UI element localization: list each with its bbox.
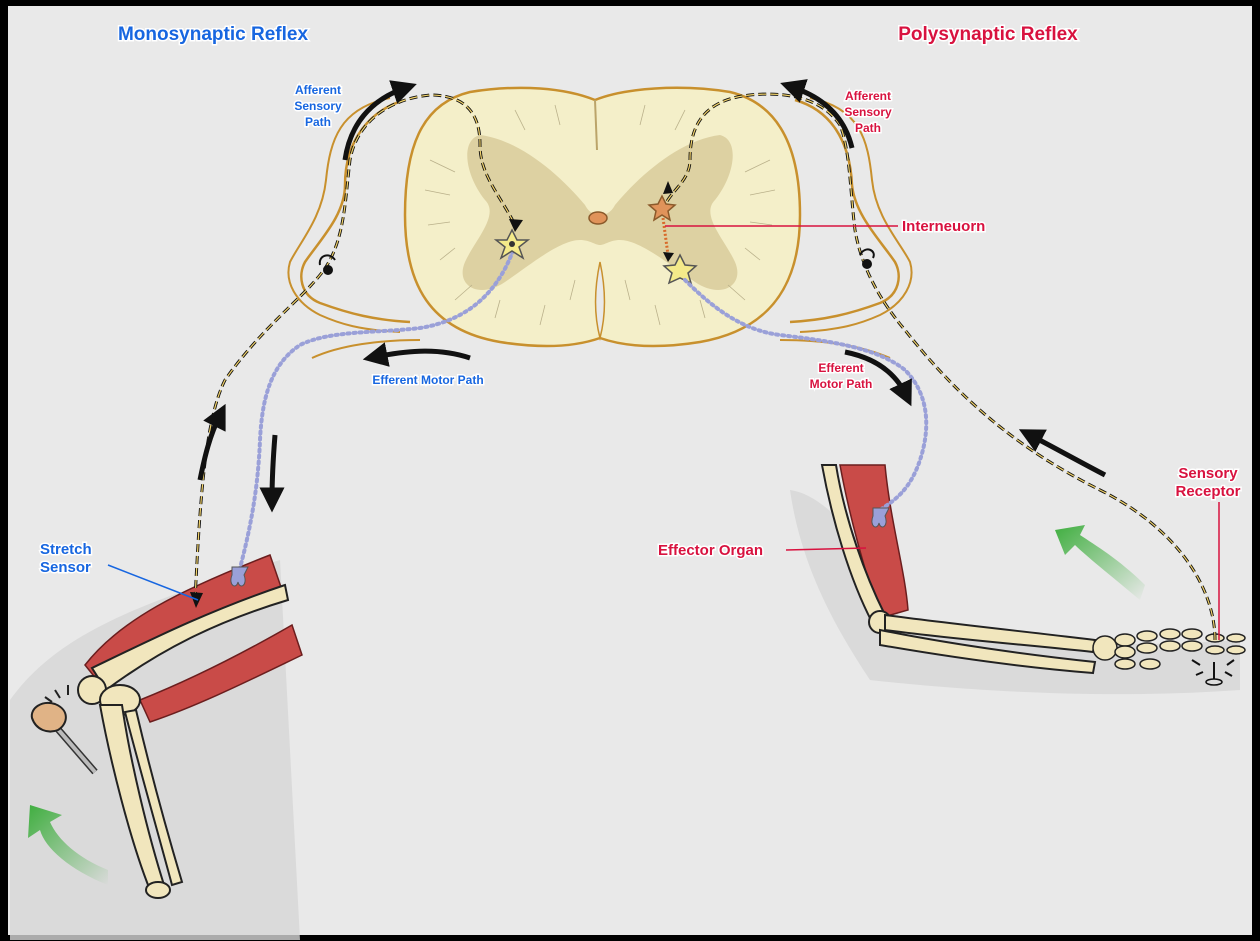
stretch-sensor-label-1: Stretch xyxy=(40,541,92,558)
sensory-receptor-label-1: Sensory xyxy=(1178,465,1238,482)
poly-afferent-label-2: Sensory xyxy=(844,105,892,119)
poly-efferent-label-2: Motor Path xyxy=(810,377,873,391)
poly-title: Polysynaptic Reflex xyxy=(898,24,1078,45)
mono-title: Monosynaptic Reflex xyxy=(118,24,308,45)
interneuron-label: Interneuorn xyxy=(902,218,985,235)
poly-efferent-label-1: Efferent xyxy=(818,361,863,375)
central-canal xyxy=(589,212,607,224)
mono-afferent-label-1: Afferent xyxy=(295,83,341,97)
poly-afferent-label-3: Path xyxy=(855,121,881,135)
stretch-sensor-label-2: Sensor xyxy=(40,559,91,576)
mono-efferent-label: Efferent Motor Path xyxy=(372,373,483,387)
poly-afferent-label-1: Afferent xyxy=(845,89,891,103)
sensory-receptor-label-2: Receptor xyxy=(1175,483,1240,500)
mono-afferent-label-3: Path xyxy=(305,115,331,129)
effector-organ-label: Effector Organ xyxy=(658,542,763,559)
mono-afferent-label-2: Sensory xyxy=(294,99,342,113)
